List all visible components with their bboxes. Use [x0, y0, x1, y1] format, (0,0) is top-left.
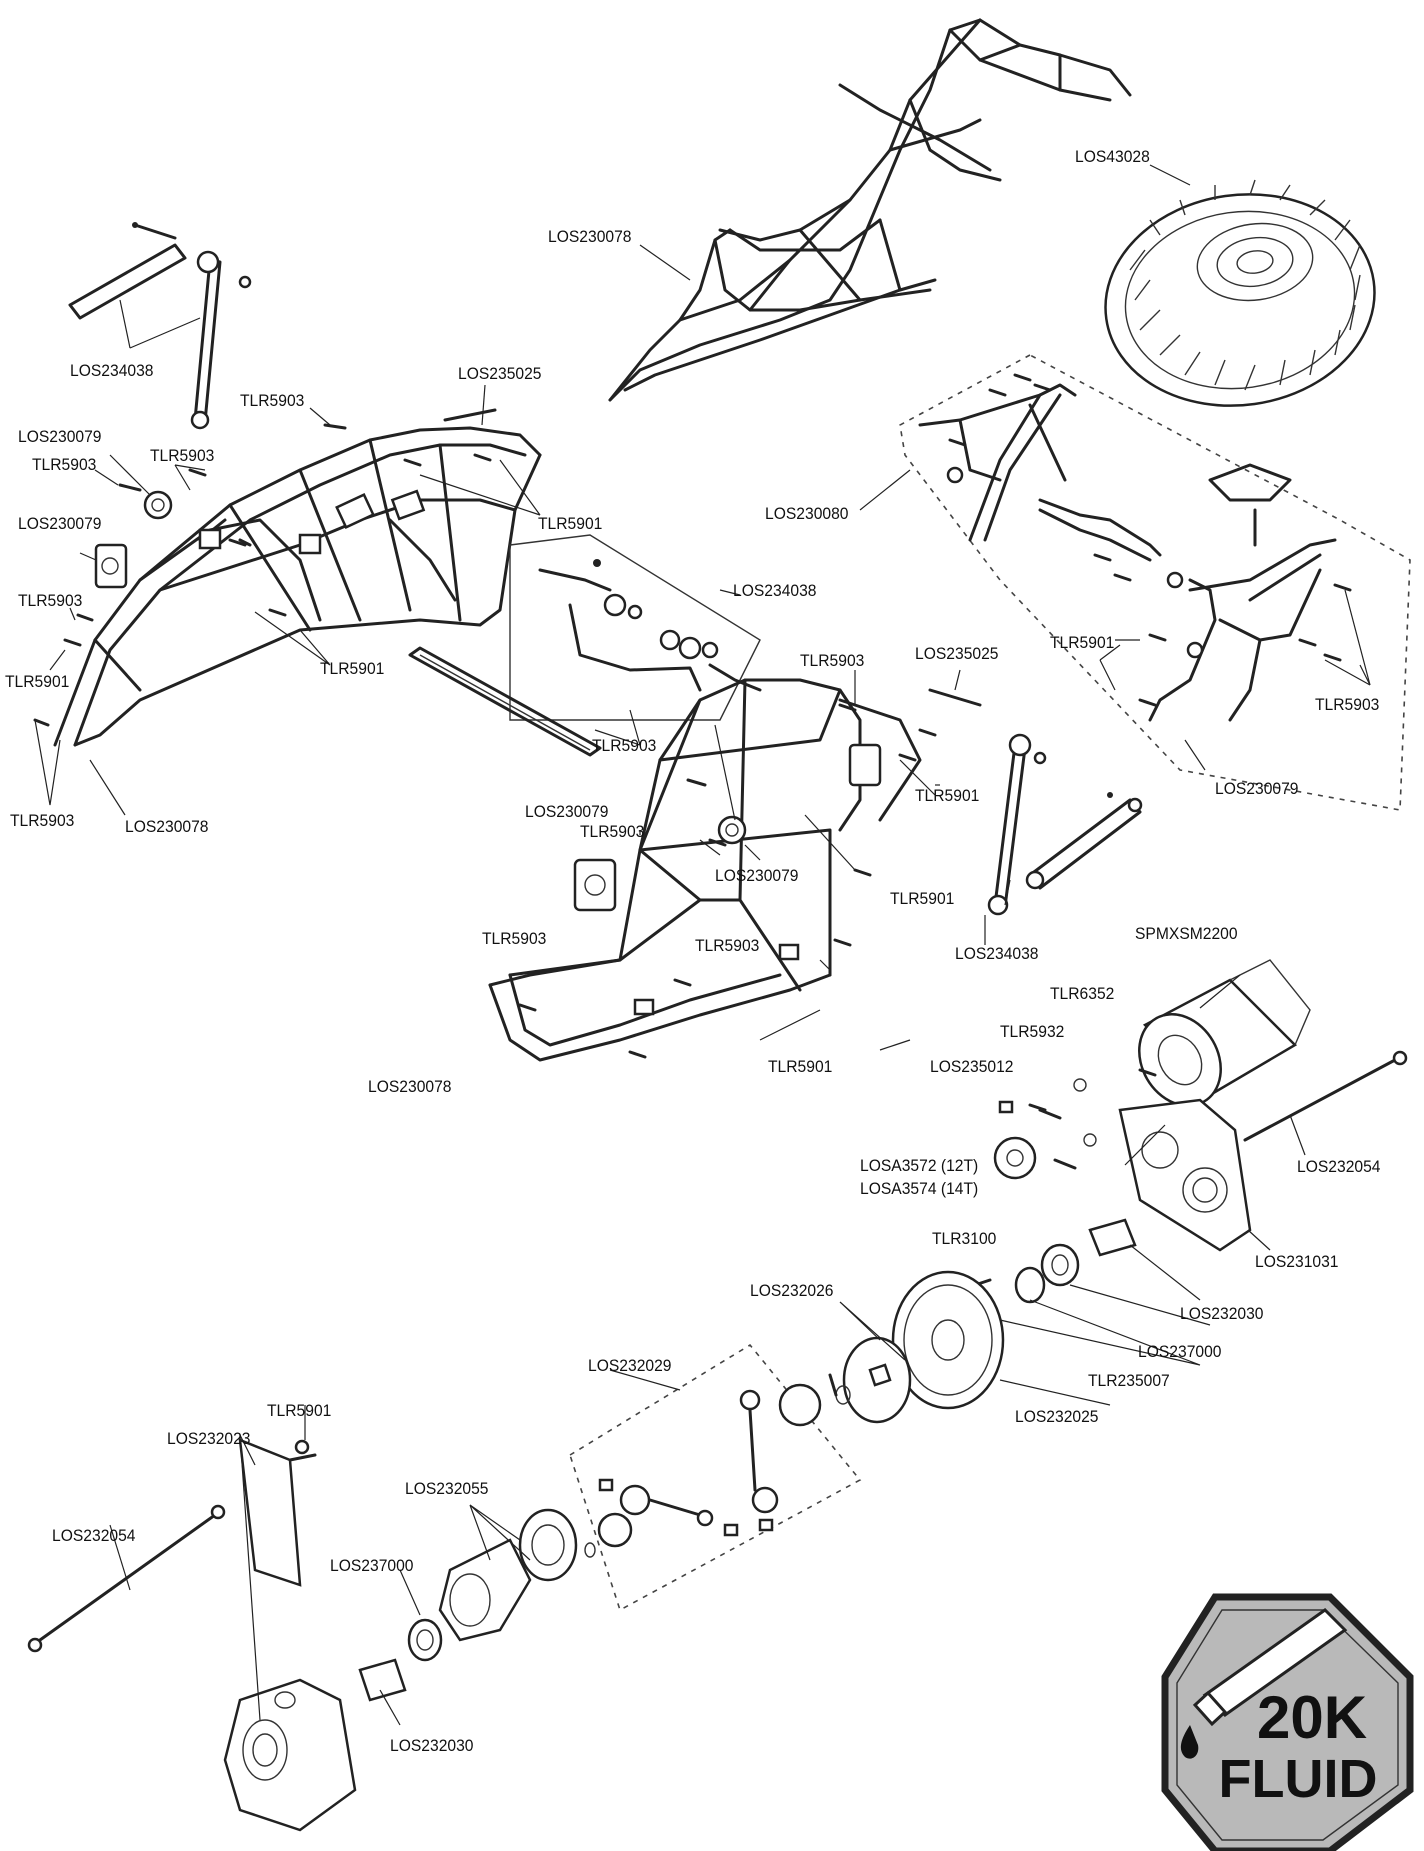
leader-lines	[34, 164, 1371, 1726]
badge-octagon	[1161, 1593, 1414, 1851]
dogbone-left	[27, 1504, 226, 1653]
label-los235012: LOS235012	[930, 1057, 1014, 1076]
label-los232025: LOS232025	[1015, 1407, 1099, 1426]
gear-guard-plate	[238, 1438, 317, 1587]
outdrive-left	[358, 1658, 407, 1702]
label-tlr5903-a: TLR5903	[240, 391, 305, 410]
shock-tower-kit	[899, 354, 1411, 811]
diff-housing	[407, 1508, 578, 1662]
label-tlr5903-f: TLR5903	[800, 651, 865, 670]
transmission-case-left	[223, 1678, 357, 1832]
differential-kit	[569, 1343, 862, 1612]
label-los230078-left: LOS230078	[125, 817, 209, 836]
label-los232029: LOS232029	[588, 1356, 672, 1375]
label-los230080: LOS230080	[765, 504, 849, 523]
label-tlr5901-h: TLR5901	[267, 1401, 332, 1420]
label-los231031: LOS231031	[1255, 1252, 1339, 1271]
label-tlr5903-g: TLR5903	[1315, 695, 1380, 714]
label-tlr6352: TLR6352	[1050, 984, 1115, 1003]
spur-gear	[828, 1270, 1005, 1424]
label-los232026: LOS232026	[750, 1281, 834, 1300]
label-los232030-right: LOS232030	[1180, 1304, 1264, 1323]
label-los234038-right: LOS234038	[955, 944, 1039, 963]
label-tlr5932: TLR5932	[1000, 1022, 1065, 1041]
badge-text-line2: FLUID	[1218, 1749, 1378, 1809]
label-los230079-e: LOS230079	[715, 866, 799, 885]
label-los237000-left: LOS237000	[330, 1556, 414, 1575]
fluid-badge	[1161, 1593, 1414, 1851]
label-tlr5903-c: TLR5903	[32, 455, 97, 474]
motor-spmxsm2200	[1138, 959, 1311, 1107]
dogbone-right	[1243, 1050, 1408, 1142]
pinion-and-screws	[993, 1078, 1097, 1180]
label-los232054-left: LOS232054	[52, 1526, 136, 1545]
label-los232030-left: LOS232030	[390, 1736, 474, 1755]
lower-links-right	[987, 733, 1143, 916]
label-los43028: LOS43028	[1075, 147, 1150, 166]
label-tlr5903-b: TLR5903	[150, 446, 215, 465]
suspension-screws	[948, 373, 1352, 707]
label-tlr5901-b: TLR5901	[320, 659, 385, 678]
label-los235025-top: LOS235025	[458, 364, 542, 383]
label-tlr5903-k: TLR5903	[695, 936, 760, 955]
label-tlr5903-j: TLR5903	[482, 929, 547, 948]
label-los230079-a: LOS230079	[18, 427, 102, 446]
center-skid-bar	[408, 646, 602, 757]
right-frame-screws	[518, 688, 982, 1059]
label-los234038-top-left: LOS234038	[70, 361, 154, 380]
label-los234038-mid: LOS234038	[733, 581, 817, 600]
label-los235025-mid: LOS235025	[915, 644, 999, 663]
fluid-drop-icon	[1180, 1725, 1199, 1759]
label-tlr5901-c: TLR5901	[5, 672, 70, 691]
left-screws	[33, 408, 497, 727]
label-los230078-top: LOS230078	[548, 227, 632, 246]
label-tlr5901-g: TLR5901	[768, 1057, 833, 1076]
label-los230079-d: LOS230079	[525, 802, 609, 821]
left-mount-parts	[94, 490, 173, 589]
label-los232055: LOS232055	[405, 1479, 489, 1498]
label-tlr5901-a: TLR5901	[538, 514, 603, 533]
right-side-frame	[488, 678, 922, 1062]
label-tlr3100: TLR3100	[932, 1229, 997, 1248]
sway-bar-kit	[509, 534, 762, 721]
tire-los43028	[1104, 179, 1376, 407]
label-tlr5903-h: TLR5903	[592, 736, 657, 755]
label-los230079-c: LOS230079	[1215, 779, 1299, 798]
label-tlr5903-d: TLR5903	[18, 591, 83, 610]
label-los230079-b: LOS230079	[18, 514, 102, 533]
label-spmxsm2200: SPMXSM2200	[1135, 924, 1238, 943]
label-losa3572: LOSA3572 (12T)	[860, 1156, 979, 1175]
label-tlr5901-d: TLR5901	[1050, 633, 1115, 652]
label-tlr5901-e: TLR5901	[915, 786, 980, 805]
label-tlr5903-e: TLR5903	[10, 811, 75, 830]
left-side-frame	[53, 426, 542, 747]
label-losa3574: LOSA3574 (14T)	[860, 1179, 979, 1198]
label-los232054-right: LOS232054	[1297, 1157, 1381, 1176]
badge-text-line1: 20K	[1256, 1684, 1368, 1751]
upper-link-top-left	[68, 222, 252, 430]
label-tlr5901-f: TLR5901	[890, 889, 955, 908]
top-roll-cage	[608, 18, 1132, 402]
transmission-case-right	[1118, 1098, 1252, 1252]
label-los230078-bot: LOS230078	[368, 1077, 452, 1096]
label-tlr235007: TLR235007	[1088, 1371, 1170, 1390]
label-los237000-right: LOS237000	[1138, 1342, 1222, 1361]
label-tlr5903-i: TLR5903	[580, 822, 645, 841]
label-los232023: LOS232023	[167, 1429, 251, 1448]
